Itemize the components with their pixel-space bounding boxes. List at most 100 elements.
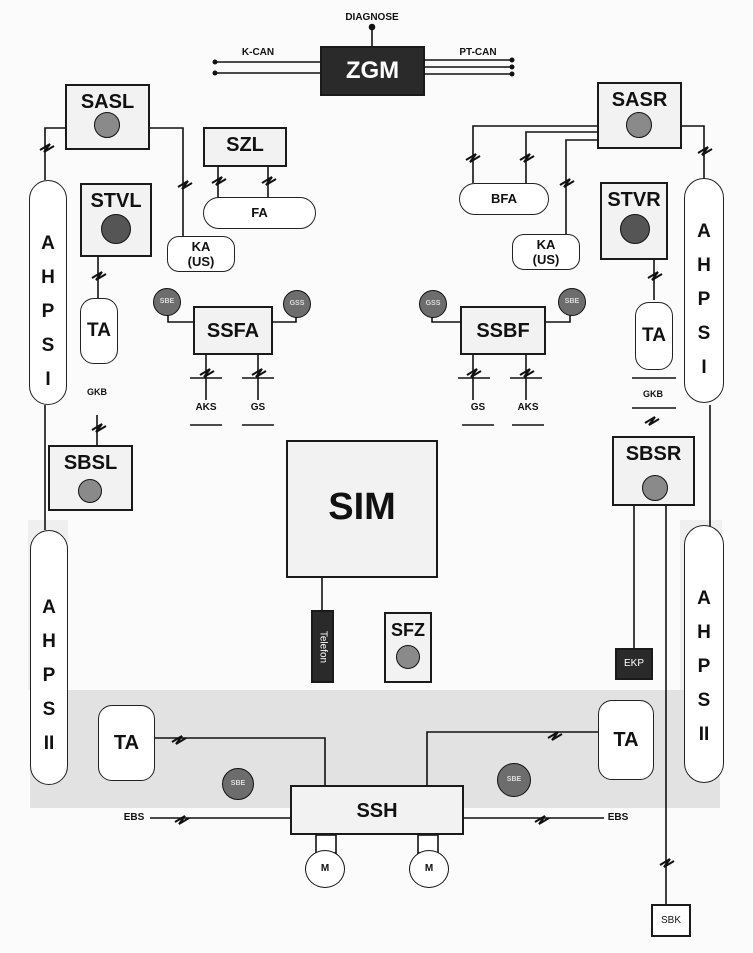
ta-left-device: TA [80, 298, 118, 364]
ahps2-left: A H P S II [30, 530, 68, 785]
bfa-device: BFA [459, 183, 549, 215]
ahps2-left-p: P [42, 665, 56, 686]
ssfa-gss-switch: GSS [283, 290, 311, 318]
szl-module: SZL [203, 127, 287, 167]
fa-label: FA [251, 205, 268, 220]
ahps2-left-a: A [42, 597, 56, 618]
sfz-knob-icon [396, 645, 420, 669]
ahps2-right-a: A [697, 588, 711, 609]
ahps1-right-a: A [697, 221, 711, 242]
ekp-module: EKP [615, 648, 653, 680]
ahps1-left-p: P [41, 301, 55, 322]
stvr-arrow-icon [620, 214, 650, 244]
sbsr-module: SBSR [612, 436, 695, 506]
ta-rear-left-label: TA [113, 732, 140, 754]
ahps1-right-s: S [697, 323, 711, 344]
ssbf-gss-switch: GSS [419, 290, 447, 318]
telefon-label: Telefon [317, 630, 328, 663]
ahps2-left-ii: II [43, 733, 55, 754]
ka-right-device: KA (US) [512, 234, 580, 270]
ssfa-label: SSFA [206, 320, 260, 342]
ahps1-left-s: S [41, 335, 55, 356]
ssh-sbe-left-switch: SBE [222, 768, 254, 800]
ssfa-sbe-label: SBE [159, 298, 175, 305]
ahps1-right-i: I [701, 357, 707, 378]
ssfa-sbe-switch: SBE [153, 288, 181, 316]
ka-right-sub: (US) [532, 252, 560, 267]
sbsl-label: SBSL [63, 452, 118, 474]
kcan-label: K-CAN [241, 47, 275, 58]
ssbf-gss-label: GSS [425, 300, 441, 307]
ssfa-gs-label: GS [250, 402, 266, 413]
sasr-knob-icon [626, 112, 652, 138]
ahps1-right-h: H [697, 255, 711, 276]
bfa-label: BFA [491, 191, 517, 206]
motor-left: M [305, 850, 345, 888]
ekp-label: EKP [623, 658, 644, 669]
ebs-left-label: EBS [123, 812, 145, 823]
ta-rear-right-label: TA [613, 729, 639, 751]
stvl-module: STVL [80, 183, 152, 257]
ahps2-right-p: P [697, 656, 711, 677]
ahps2-right-ii: II [698, 724, 710, 745]
ahps1-left-i: I [45, 369, 51, 390]
sbk-module: SBK [651, 904, 691, 937]
sasl-label: SASL [80, 91, 135, 113]
ta-left-label: TA [87, 320, 111, 341]
ahps2-right-s: S [697, 690, 711, 711]
fa-device: FA [203, 197, 316, 229]
sbk-label: SBK [660, 915, 681, 926]
sim-label: SIM [328, 486, 396, 528]
sasl-knob-icon [94, 112, 120, 138]
ssfa-gss-label: GSS [289, 300, 305, 307]
motor-right: M [409, 850, 449, 888]
diagnose-label: DIAGNOSE [345, 12, 399, 23]
sbsl-knob-icon [78, 479, 102, 503]
sim-module: SIM [286, 440, 438, 578]
ssh-module: SSH [290, 785, 464, 835]
ahps1-right: A H P S I [684, 178, 724, 403]
ka-right-label: KA [536, 237, 556, 252]
ahps2-left-s: S [42, 699, 56, 720]
gkb-left-label: GKB [87, 387, 107, 397]
ahps2-left-h: H [42, 631, 56, 652]
sbsr-knob-icon [642, 475, 668, 501]
ssh-sbe-left-label: SBE [230, 780, 246, 787]
ptcan-label: PT-CAN [459, 47, 497, 58]
stvl-label: STVL [90, 190, 142, 212]
ssbf-gs-label: GS [470, 402, 486, 413]
gkb-right-label: GKB [643, 389, 663, 399]
motor-left-label: M [320, 863, 330, 874]
ahps1-left-a: A [41, 233, 55, 254]
ahps1-right-p: P [697, 289, 711, 310]
ebs-right-label: EBS [607, 812, 629, 823]
ahps1-left: A H P S I [29, 180, 67, 405]
ssbf-label: SSBF [476, 320, 530, 342]
zgm-label: ZGM [345, 57, 400, 84]
sfz-label: SFZ [391, 620, 425, 640]
ahps2-right: A H P S II [684, 525, 724, 783]
ahps1-left-h: H [41, 267, 55, 288]
ssh-sbe-right-label: SBE [506, 776, 522, 783]
ssh-label: SSH [356, 800, 398, 822]
ta-rear-right-device: TA [598, 700, 654, 780]
stvr-label: STVR [607, 189, 661, 211]
ssfa-aks-label: AKS [195, 402, 217, 413]
ssbf-sbe-label: SBE [564, 298, 580, 305]
motor-right-label: M [424, 863, 434, 874]
szl-label: SZL [226, 134, 264, 156]
telefon-module: Telefon [311, 610, 334, 683]
zgm-module: ZGM [320, 46, 425, 96]
ka-left-sub: (US) [187, 254, 215, 269]
ssbf-aks-label: AKS [517, 402, 539, 413]
sbsr-label: SBSR [625, 443, 682, 465]
stvl-arrow-icon [101, 214, 131, 244]
ta-right-label: TA [642, 325, 666, 346]
ssbf-module: SSBF [460, 306, 546, 355]
ta-right-device: TA [635, 302, 673, 370]
ka-left-label: KA [191, 239, 211, 254]
sasr-label: SASR [611, 89, 668, 111]
ssh-sbe-right-switch: SBE [497, 763, 531, 797]
